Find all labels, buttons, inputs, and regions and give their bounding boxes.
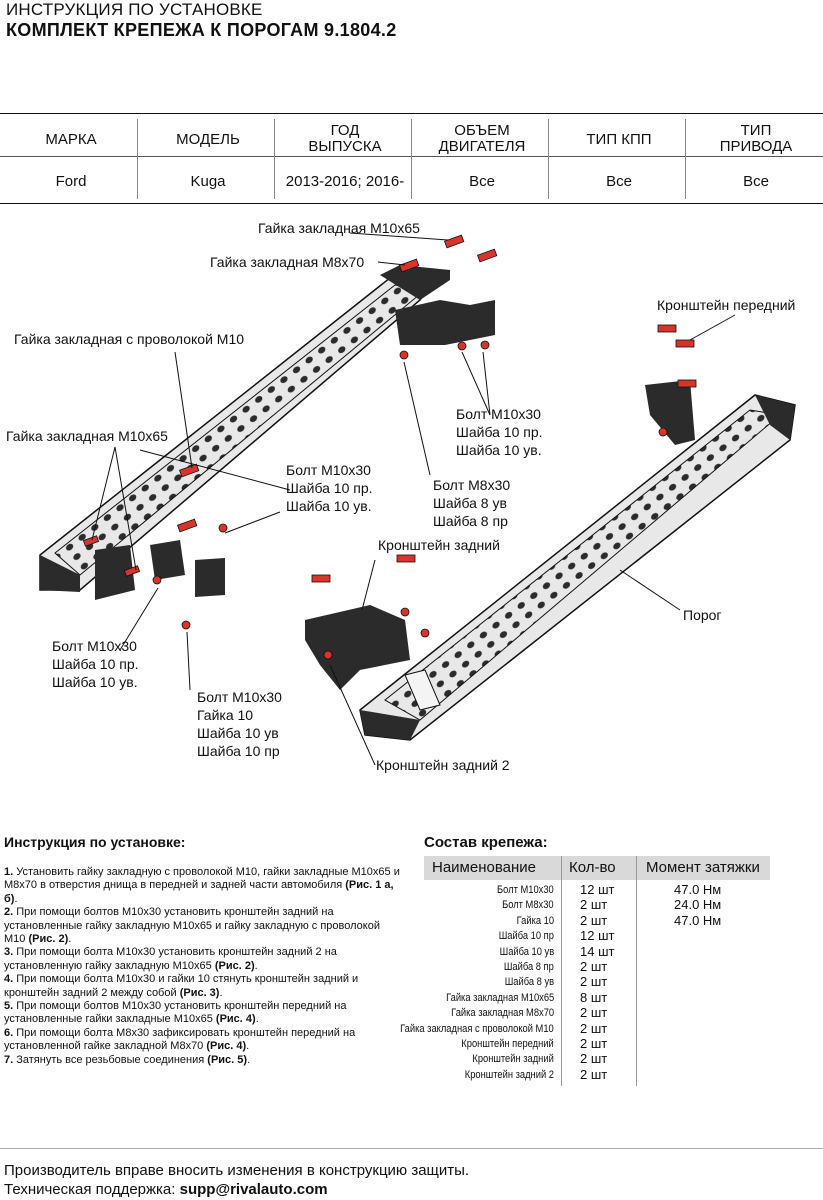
- instruction-step: 5. При помощи болтов М10х30 установить к…: [4, 1000, 347, 1026]
- footer-support: Техническая поддержка: supp@rivalauto.co…: [4, 1181, 328, 1198]
- footer-disclaimer: Производитель вправе вносить изменения в…: [4, 1162, 470, 1179]
- col-qty: Кол-во: [569, 859, 616, 876]
- fasteners-title: Состав крепежа:: [424, 834, 548, 851]
- rear-bracket-left: [95, 540, 225, 600]
- front-bracket-top: [395, 300, 495, 345]
- label-nut-m10x65-top: Гайка закладная М10х65: [258, 220, 420, 236]
- instruction-step: 1. Установить гайку закладную с проволок…: [4, 866, 400, 905]
- label-nut-wire-m10: Гайка закладная с проволокой М10: [14, 331, 245, 347]
- label-nut-m10x65-left: Гайка закладная М10х65: [6, 428, 168, 444]
- header-model: МОДЕЛЬ: [176, 131, 240, 148]
- value-year: 2013-2016; 2016-: [285, 173, 405, 190]
- label-bracket-front: Кронштейн передний: [657, 297, 796, 313]
- value-drive: Все: [743, 173, 769, 190]
- col-name: Наименование: [432, 859, 536, 876]
- label-nut-m8x70: Гайка закладная М8х70: [210, 254, 365, 270]
- label-bolt-group-c: Болт М10х30 Шайба 10 пр. Шайба 10 ув.: [52, 638, 139, 690]
- header-gearbox: ТИП КПП: [586, 131, 652, 148]
- front-bracket-right: [645, 380, 695, 445]
- label-bracket-rear: Кронштейн задний: [378, 537, 500, 553]
- col-torque: Момент затяжки: [646, 859, 760, 876]
- leader-lines: [91, 232, 736, 766]
- fasteners-header: Наименование Кол-во Момент затяжки: [424, 856, 770, 880]
- support-label: Техническая поддержка:: [4, 1181, 180, 1198]
- instructions-list: 1. Установить гайку закладную с проволок…: [4, 866, 402, 1067]
- label-sill: Порог: [683, 607, 722, 623]
- instruction-step: 3. При помощи болта М10х30 установить кр…: [4, 946, 337, 972]
- instruction-step: 6. При помощи болта М8х30 зафиксировать …: [4, 1026, 356, 1053]
- instruction-step: 4. При помощи болта М10х30 и гайки 10 ст…: [4, 973, 359, 999]
- value-gearbox: Все: [606, 173, 632, 190]
- table-divider: [561, 856, 562, 1086]
- left-sill: [39, 265, 450, 592]
- value-engine: Все: [469, 173, 495, 190]
- rear-bracket-right: [305, 605, 410, 690]
- footer-divider: [0, 1148, 823, 1149]
- instruction-step: 2. При помощи болтов М10х30 установить к…: [4, 906, 380, 946]
- label-bolt-group-d: Болт М10х30 Гайка 10 Шайба 10 ув Шайба 1…: [197, 689, 282, 759]
- instructions-title: Инструкция по установке:: [4, 834, 186, 850]
- table-divider: [636, 856, 637, 1086]
- fasteners: [82, 234, 697, 660]
- label-bolt-group-m8: Болт М8х30 Шайба 8 ув Шайба 8 пр: [433, 477, 511, 529]
- instruction-step: 7. Затянуть все резьбовые соединения (Ри…: [4, 1053, 251, 1066]
- label-bolt-group-b: Болт М10х30 Шайба 10 пр. Шайба 10 ув.: [286, 462, 373, 514]
- right-sill: [359, 394, 796, 741]
- value-model: Kuga: [190, 173, 226, 190]
- document-title: КОМПЛЕКТ КРЕПЕЖА К ПОРОГАМ 9.1804.2: [6, 20, 397, 40]
- label-bolt-group-a: Болт М10х30 Шайба 10 пр. Шайба 10 ув.: [456, 406, 543, 458]
- support-email-link[interactable]: supp@rivalauto.com: [179, 1181, 328, 1198]
- assembly-illustration: [39, 232, 796, 766]
- value-make: Ford: [55, 173, 87, 190]
- label-bracket-rear-2: Кронштейн задний 2: [376, 757, 510, 773]
- header-make: МАРКА: [45, 131, 97, 148]
- assembly-diagram: Гайка закладная М10х65 Гайка закладная М…: [0, 205, 823, 805]
- header-subtitle: ИНСТРУКЦИЯ ПО УСТАНОВКЕ: [6, 0, 263, 19]
